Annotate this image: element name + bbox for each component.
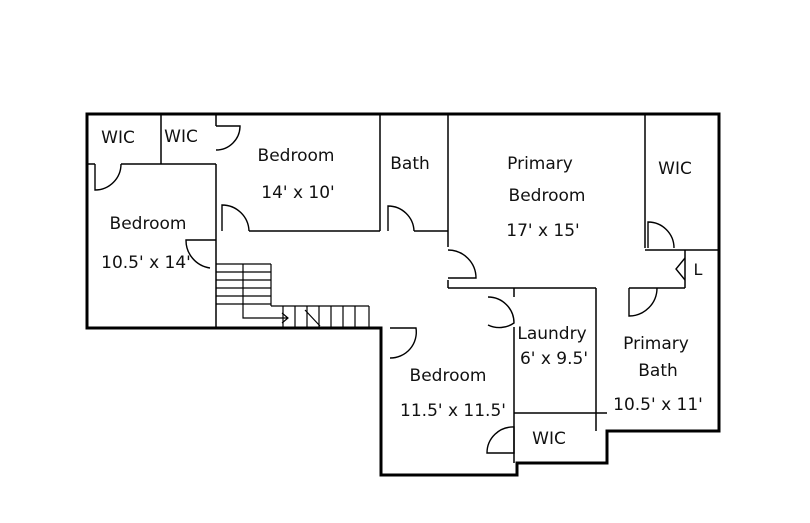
room-wic-1-label: WIC xyxy=(101,128,135,148)
room-primary-bedroom-size: 17' x 15' xyxy=(506,221,579,241)
room-bedroom-left-size: 10.5' x 14' xyxy=(101,253,191,273)
doors xyxy=(94,125,686,454)
room-primary-bath-name-1: Primary xyxy=(623,334,689,354)
room-labels: WIC WIC Bedroom 10.5' x 14' Bedroom 14' … xyxy=(101,127,703,449)
door-linen xyxy=(675,257,686,281)
door-laundry xyxy=(487,296,515,329)
room-bedroom-bottom-size: 11.5' x 11.5' xyxy=(400,401,506,421)
door-wic-primary xyxy=(647,221,675,249)
door-bedroom-bottom xyxy=(389,327,418,359)
room-bedroom-top-name: Bedroom xyxy=(258,146,335,166)
door-bedroom-top xyxy=(221,204,250,232)
door-primary-bath xyxy=(628,287,658,317)
room-primary-bath-name-2: Bath xyxy=(638,361,678,381)
door-wic-bottom xyxy=(486,426,515,454)
room-bedroom-bottom-name: Bedroom xyxy=(410,366,487,386)
door-bath xyxy=(387,205,415,232)
stair-arrow-icon xyxy=(242,264,289,324)
door-primary-bedroom xyxy=(447,249,477,279)
room-bedroom-left-name: Bedroom xyxy=(110,214,187,234)
room-laundry-name: Laundry xyxy=(517,324,586,344)
room-primary-bath-size: 10.5' x 11' xyxy=(613,395,703,415)
room-primary-bedroom-name-2: Bedroom xyxy=(509,186,586,206)
room-primary-bedroom-name-1: Primary xyxy=(507,154,573,174)
room-bath-label: Bath xyxy=(390,154,430,174)
staircase xyxy=(216,263,370,328)
room-bedroom-top-size: 14' x 10' xyxy=(261,183,334,203)
room-wic-2-label: WIC xyxy=(164,127,198,147)
door-wic-1 xyxy=(94,163,122,191)
room-laundry-size: 6' x 9.5' xyxy=(520,349,588,369)
door-wic-2 xyxy=(215,125,241,151)
room-linen-label: L xyxy=(694,260,703,279)
room-wic-bottom-label: WIC xyxy=(532,429,566,449)
door-bedroom-left xyxy=(185,239,216,269)
room-wic-primary-label: WIC xyxy=(658,159,692,179)
